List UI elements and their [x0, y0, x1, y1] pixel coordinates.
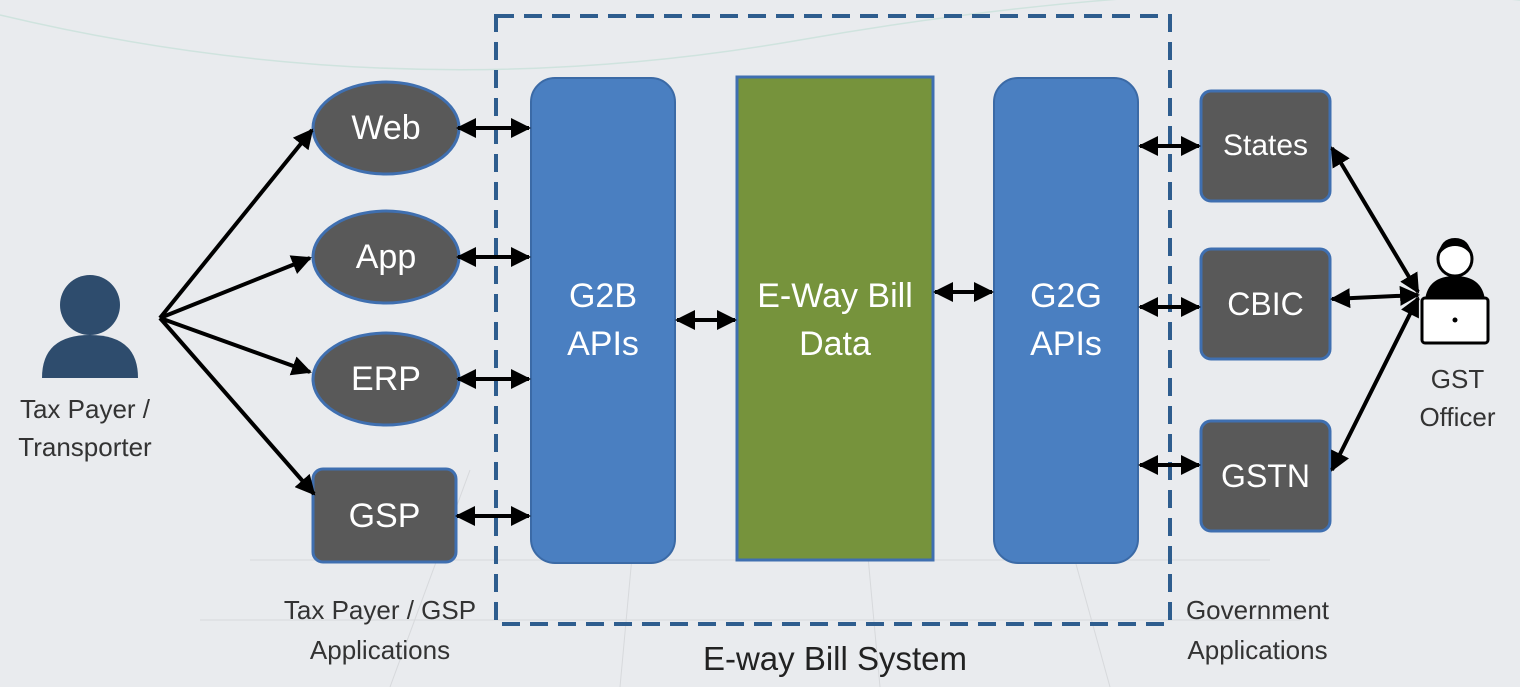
gov-apps-caption: Government Applications: [1170, 590, 1345, 670]
officer-caption-line2: Officer: [1419, 402, 1496, 432]
g2g-apis-block: [993, 77, 1139, 564]
arrow-taxpayer-web: [158, 128, 314, 320]
gov-apps-caption-line2: Applications: [1187, 635, 1328, 665]
data-label: E-Way Bill Data: [737, 270, 933, 370]
taxpayer-apps-caption-line1: Tax Payer / GSP: [283, 595, 477, 625]
officer-caption: GST Officer: [1405, 360, 1510, 436]
person-icon: [42, 275, 138, 378]
g2g-line1: G2G: [1030, 277, 1102, 315]
data-line2: Data: [799, 325, 871, 363]
system-boundary: [494, 14, 1172, 626]
gov-apps-caption-line1: Government: [1185, 595, 1330, 625]
taxpayer-apps-caption: Tax Payer / GSP Applications: [270, 590, 490, 670]
arrow-taxpayer-erp: [159, 316, 312, 376]
officer-caption-line1: GST: [1430, 364, 1485, 394]
g2g-line2: APIs: [1030, 325, 1102, 363]
arrow-taxpayer-app: [159, 255, 312, 320]
taxpayer-caption-line2: Transporter: [18, 432, 152, 462]
data-line1: E-Way Bill: [757, 277, 913, 315]
system-title: E-way Bill System: [702, 640, 968, 677]
eway-data-block: [735, 75, 935, 562]
g2b-label: G2B APIs: [531, 270, 675, 370]
g2b-line1: G2B: [568, 277, 638, 315]
cbic-label: CBIC: [1227, 285, 1304, 322]
taxpayer-caption: Tax Payer / Transporter: [0, 390, 170, 466]
arrow-cbic-officer: [1330, 285, 1420, 309]
web-label: Web: [351, 108, 421, 147]
arrow-taxpayer-gsp: [158, 316, 316, 496]
g2g-label: G2G APIs: [994, 270, 1138, 370]
taxpayer-caption-line1: Tax Payer /: [19, 394, 151, 424]
background-swoosh: [0, 0, 1520, 71]
arrow-gstn-officer: [1330, 296, 1420, 472]
gstn-node: [1199, 419, 1332, 533]
gsp-label: GSP: [348, 496, 421, 535]
taxpayer-apps-caption-line2: Applications: [309, 635, 451, 665]
g2b-line2: APIs: [567, 325, 639, 363]
states-label: States: [1222, 129, 1309, 162]
officer-icon: [1420, 238, 1490, 345]
cbic-node: [1199, 247, 1332, 361]
gstn-label: GSTN: [1221, 457, 1310, 494]
states-node: [1199, 89, 1332, 203]
arrows: [158, 118, 1420, 526]
app-label: App: [355, 237, 417, 276]
erp-label: ERP: [351, 359, 421, 398]
arrow-states-officer: [1330, 146, 1420, 294]
